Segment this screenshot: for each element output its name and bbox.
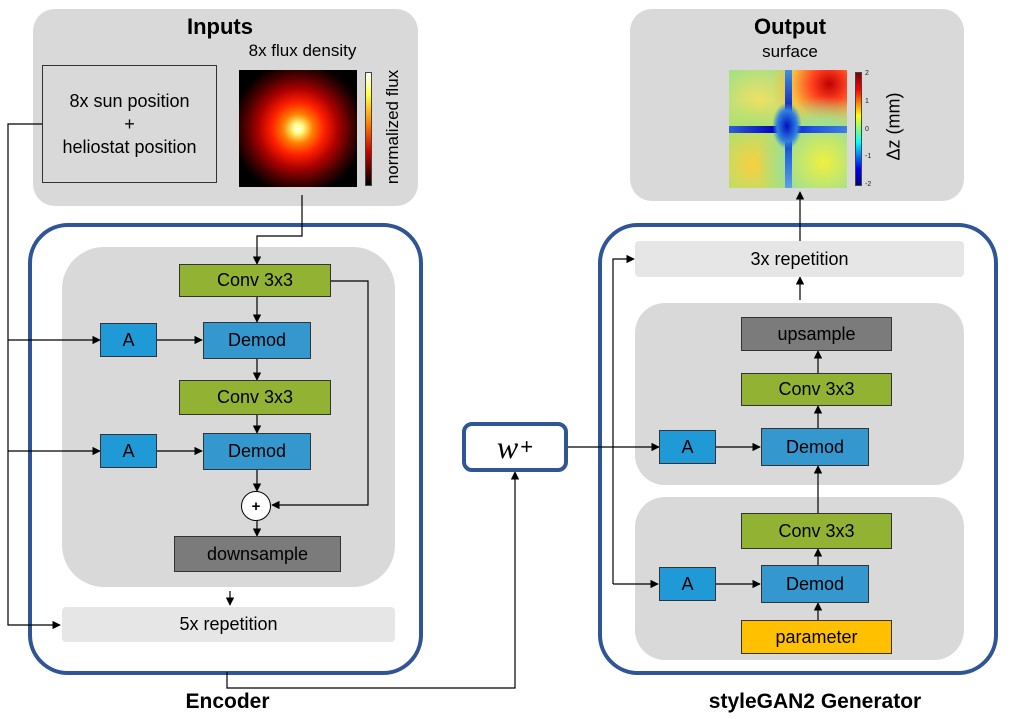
- tick-label: 1: [865, 97, 869, 105]
- latent-w-plus: w+: [462, 422, 568, 472]
- generator-demod-1: Demod: [761, 428, 869, 466]
- generator-demod-2: Demod: [761, 565, 869, 603]
- flux-density-heatmap: [239, 70, 357, 187]
- position-line-1: 8x sun position: [69, 90, 190, 111]
- encoder-downsample: downsample: [174, 536, 341, 572]
- position-box: 8x sun position + heliostat position: [42, 65, 217, 183]
- position-line-3: heliostat position: [62, 136, 197, 157]
- generator-conv-2: Conv 3x3: [741, 513, 892, 549]
- generator-upsample: upsample: [741, 317, 892, 351]
- output-title: Output: [753, 14, 827, 39]
- encoder-inner-panel: [62, 247, 395, 587]
- tick-label: -1: [865, 153, 872, 161]
- generator-conv-1: Conv 3x3: [741, 373, 892, 406]
- generator-label: styleGAN2 Generator: [708, 690, 922, 713]
- generator-a-2: A: [659, 567, 716, 601]
- encoder-conv-2: Conv 3x3: [179, 380, 331, 415]
- encoder-repetition: 5x repetition: [62, 607, 395, 642]
- generator-a-1: A: [659, 430, 716, 464]
- inputs-title: Inputs: [187, 14, 253, 39]
- tick-label: 2: [865, 70, 869, 77]
- encoder-a-2: A: [100, 434, 157, 468]
- encoder-a-1: A: [100, 323, 157, 357]
- flux-title: 8x flux density: [248, 41, 357, 60]
- encoder-label: Encoder: [185, 690, 270, 713]
- position-line-2: +: [124, 113, 135, 134]
- encoder-demod-1: Demod: [203, 322, 311, 359]
- generator-repetition: 3x repetition: [635, 241, 964, 277]
- tick-label: -2: [865, 181, 872, 188]
- flux-colorbar: [365, 72, 372, 186]
- tick-label: 0: [865, 125, 869, 133]
- encoder-conv-1: Conv 3x3: [179, 264, 331, 297]
- surface-axis-label: Δz (mm): [883, 92, 904, 161]
- latent-symbol: w: [496, 428, 519, 465]
- surface-heatmap: [729, 70, 847, 188]
- encoder-demod-2: Demod: [203, 433, 311, 470]
- residual-add-node: +: [241, 491, 271, 521]
- generator-parameter: parameter: [741, 620, 892, 654]
- surface-colorbar: [855, 72, 862, 186]
- output-subtitle: surface: [762, 42, 818, 61]
- latent-superscript: +: [520, 434, 534, 459]
- flux-axis-label: normalized flux: [383, 69, 402, 185]
- surface-colorbar-ticks: 2 1 0 -1 -2: [865, 70, 879, 188]
